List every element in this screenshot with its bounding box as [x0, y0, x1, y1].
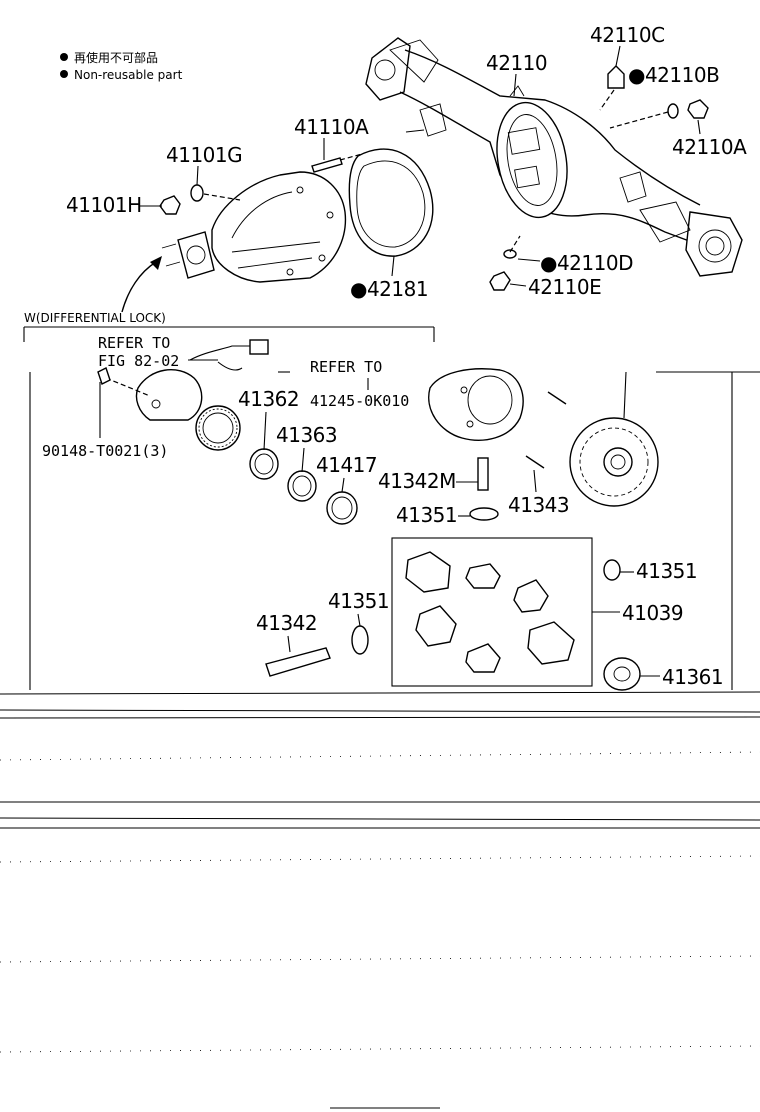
- section-title: W(DIFFERENTIAL LOCK): [24, 311, 166, 325]
- pointer-arrow-icon: [121, 256, 162, 313]
- part-label-42181: ●42181: [350, 277, 428, 301]
- part-label-41351-left: 41351: [328, 589, 389, 613]
- gasket-drawing: [348, 148, 434, 257]
- part-label-42110E: 42110E: [528, 275, 601, 299]
- refer-fig-line2: FIG 82-02: [98, 352, 179, 370]
- legend: 再使用不可部品 Non-reusable part: [60, 50, 183, 82]
- small-parts-drawing: [249, 448, 641, 691]
- refer-part-line1: REFER TO: [310, 358, 382, 376]
- part-label-41101G: 41101G: [166, 143, 242, 167]
- legend-text-jp: 再使用不可部品: [74, 50, 158, 65]
- part-label-41361: 41361: [662, 665, 723, 689]
- lower-labels: REFER TO FIG 82-02 REFER TO 41245-0K010 …: [42, 334, 724, 689]
- differential-lock-section: W(DIFFERENTIAL LOCK): [23, 311, 760, 690]
- gear-kit-box: [391, 537, 593, 687]
- scan-artifacts: [0, 691, 760, 1109]
- part-label-41343: 41343: [508, 493, 569, 517]
- part-label-42110A: 42110A: [672, 135, 747, 159]
- part-label-90148-T0021: 90148-T0021(3): [42, 442, 168, 460]
- part-label-41351-right: 41351: [636, 559, 697, 583]
- stud-drawing: [311, 153, 363, 173]
- part-label-41110A: 41110A: [294, 115, 369, 139]
- part-label-41039: 41039: [622, 601, 683, 625]
- legend-bullet-2-icon: [60, 70, 68, 78]
- part-label-42110B: ●42110B: [628, 63, 719, 87]
- part-label-41342: 41342: [256, 611, 317, 635]
- legend-text-en: Non-reusable part: [74, 68, 183, 82]
- ring-gear-drawing: [569, 371, 659, 507]
- part-label-41362: 41362: [238, 387, 299, 411]
- part-label-42110: 42110: [486, 51, 547, 75]
- part-label-42110C: 42110C: [590, 23, 665, 47]
- part-label-41101H: 41101H: [66, 193, 142, 217]
- top-labels: 42110C 42110 ●42110B 42110A 41110A 41101…: [66, 23, 748, 301]
- part-label-41351-center: 41351: [396, 503, 457, 527]
- diff-lock-actuator-drawing: [97, 339, 269, 451]
- part-label-41417: 41417: [316, 453, 377, 477]
- housing-hardware-drawing: [489, 65, 709, 291]
- part-label-41342M: 41342M: [378, 469, 456, 493]
- refer-part-line2: 41245-0K010: [310, 392, 409, 410]
- differential-carrier-drawing: [161, 171, 347, 283]
- diff-case-drawing: [428, 368, 567, 441]
- part-label-42110D: ●42110D: [540, 251, 633, 275]
- axle-housing-drawing: [365, 37, 743, 277]
- legend-bullet-1-icon: [60, 53, 68, 61]
- part-label-41363: 41363: [276, 423, 337, 447]
- refer-fig-line1: REFER TO: [98, 334, 170, 352]
